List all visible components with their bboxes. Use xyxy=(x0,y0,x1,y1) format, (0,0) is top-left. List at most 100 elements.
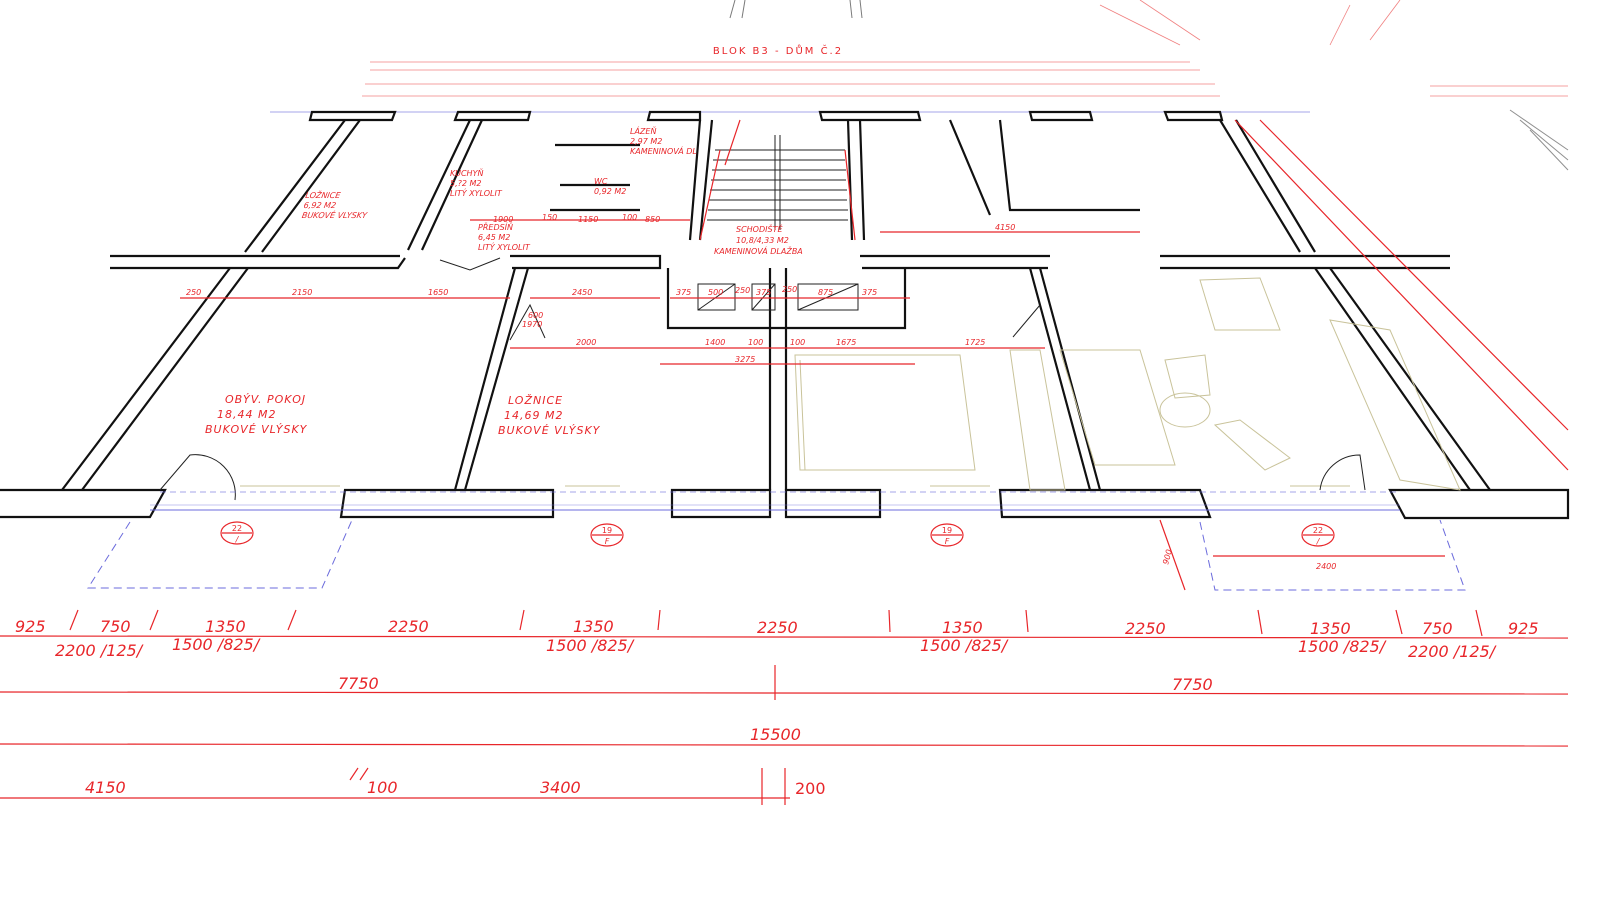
room-label-bathroom: LÁZEŇ 2,97 M2 KAMENINOVÁ DL xyxy=(630,125,697,156)
dim-label: 750 xyxy=(100,617,131,636)
staircase xyxy=(697,135,859,311)
dim-label: 375 xyxy=(862,288,877,297)
walls xyxy=(0,110,1570,520)
room-label-staircase: SCHODIŠTĚ 10,8/4,33 M2 KAMENINOVÁ DLAŽBA xyxy=(714,223,803,256)
room-name: PŘEDSÍŇ xyxy=(478,221,513,232)
room-name: SCHODIŠTĚ xyxy=(736,223,783,234)
dim-label: 150 xyxy=(542,213,557,222)
dim-label: 1350 xyxy=(1310,619,1351,638)
dim-label: 2250 xyxy=(757,618,798,637)
room-name: LOŽNICE xyxy=(508,394,563,407)
axis-and-balconies xyxy=(87,491,1466,591)
dim-label: 3400 xyxy=(540,778,581,797)
room-label-wc: WC 0,92 M2 xyxy=(594,177,626,196)
room-floor: BUKOVÉ VLÝSKY xyxy=(205,423,308,436)
dim-label: 2250 xyxy=(388,617,429,636)
dim-label: 900 xyxy=(1161,548,1174,565)
dim-label: 7750 xyxy=(338,674,379,693)
dim-label: 2400 xyxy=(1316,562,1336,571)
room-name: WC xyxy=(594,177,608,186)
tag-sub: F xyxy=(605,537,610,546)
dim-sublabel: 2200 /125/ xyxy=(55,641,144,660)
dim-label: 500 xyxy=(708,288,723,297)
doors xyxy=(159,257,1366,501)
tag-sub: / xyxy=(235,535,240,544)
tag-number: 22 xyxy=(232,524,242,533)
tag-number: 19 xyxy=(942,526,952,535)
room-area: 0,92 M2 xyxy=(594,187,626,196)
room-name: KUCHYŇ xyxy=(450,167,483,178)
dim-sublabel: 1500 /825/ xyxy=(1298,637,1387,656)
dim-sublabel: 1500 /825/ xyxy=(920,636,1009,655)
window-tag: 22 / xyxy=(220,521,254,545)
furniture xyxy=(240,277,1461,491)
dim-label: 925 xyxy=(15,617,46,636)
dim-sublabel: 1500 /825/ xyxy=(546,636,635,655)
room-floor: BUKOVÉ VLÝSKY xyxy=(498,424,601,437)
room-floor: KAMENINOVÁ DL xyxy=(630,145,697,156)
dim-label: 200 xyxy=(795,779,826,798)
dim-label: 1900 xyxy=(493,215,513,224)
room-name: LOŽNICE xyxy=(305,189,343,200)
dim-label: 250 xyxy=(186,288,201,297)
dim-label: 1150 xyxy=(578,215,598,224)
room-area: 18,44 M2 xyxy=(217,408,276,421)
dim-label: 2150 xyxy=(292,288,312,297)
room-area: 6,45 M2 xyxy=(478,233,510,242)
dim-label: 750 xyxy=(1422,619,1453,638)
inner-dimension-labels: 250 2150 1650 2450 2000 1400 100 100 167… xyxy=(186,213,1336,571)
window-tag: 19 F xyxy=(930,523,964,547)
dim-label: 1350 xyxy=(942,618,983,637)
dim-label: 3275 xyxy=(735,355,755,364)
dim-label: 2450 xyxy=(572,288,592,297)
room-floor: BUKOVÉ VLYSKY xyxy=(301,209,369,220)
tag-sub: / xyxy=(1316,537,1321,546)
room-area: 2,97 M2 xyxy=(630,137,662,146)
room-area: 14,69 M2 xyxy=(504,409,563,422)
perspective-dimension-lines xyxy=(180,119,1569,591)
dim-label: 250 xyxy=(735,286,750,295)
room-floor: LITÝ XYLOLIT xyxy=(478,241,531,252)
dim-label: 875 xyxy=(818,288,833,297)
dim-label: 1350 xyxy=(573,617,614,636)
dim-label: 375 xyxy=(756,288,771,297)
dim-label: 250 xyxy=(782,285,797,294)
room-floor: KAMENINOVÁ DLAŽBA xyxy=(714,245,803,256)
tag-number: 22 xyxy=(1313,526,1323,535)
bottom-dimension-lines xyxy=(0,609,1569,805)
room-label-hallway: PŘEDSÍŇ 6,45 M2 LITÝ XYLOLIT xyxy=(478,221,531,252)
dim-label: 1675 xyxy=(836,338,856,347)
room-area: 5,?2 M2 xyxy=(450,179,482,188)
dim-label: 1400 xyxy=(705,338,725,347)
dim-label: 100 xyxy=(790,338,805,347)
dimension-row-1: 925 750 1350 2250 1350 2250 1350 2250 13… xyxy=(15,617,1539,661)
upper-dimension-lines xyxy=(270,61,1568,113)
background-faint-lines xyxy=(729,0,1569,171)
dimension-row-4: 4150 100 3400 200 xyxy=(85,778,826,798)
drawing-title: BLOK B3 - DŮM Č.2 xyxy=(713,44,843,57)
dim-sublabel: 2200 /125/ xyxy=(1408,642,1497,661)
dim-sublabel: 1500 /825/ xyxy=(172,635,261,654)
window-tag: 19 F xyxy=(590,523,624,547)
room-name: LÁZEŇ xyxy=(630,125,656,136)
tag-sub: F xyxy=(945,537,950,546)
dim-label: 1970 xyxy=(522,320,542,329)
dim-label: 100 xyxy=(748,338,763,347)
dim-label: 1650 xyxy=(428,288,448,297)
tag-number: 19 xyxy=(602,526,612,535)
room-label-kitchen: KUCHYŇ 5,?2 M2 LITÝ XYLOLIT xyxy=(450,167,503,198)
dim-label: 850 xyxy=(645,215,660,224)
dim-label: 15500 xyxy=(750,725,801,744)
dim-label: 4150 xyxy=(995,223,1015,232)
window-tag: 22 / xyxy=(1301,523,1335,547)
dim-label: 4150 xyxy=(85,778,126,797)
dim-label: 100 xyxy=(622,213,637,222)
room-area: 6,92 M2 xyxy=(303,201,337,210)
dimension-row-3: 15500 xyxy=(750,725,801,744)
room-floor: LITÝ XYLOLIT xyxy=(450,187,503,198)
room-label-bedroom-large: LOŽNICE 14,69 M2 BUKOVÉ VLÝSKY xyxy=(498,394,601,437)
room-area: 10,8/4,33 M2 xyxy=(736,236,789,245)
room-name: OBÝV. POKOJ xyxy=(225,393,306,406)
dim-label: 1725 xyxy=(965,338,985,347)
dim-label: 2000 xyxy=(576,338,596,347)
